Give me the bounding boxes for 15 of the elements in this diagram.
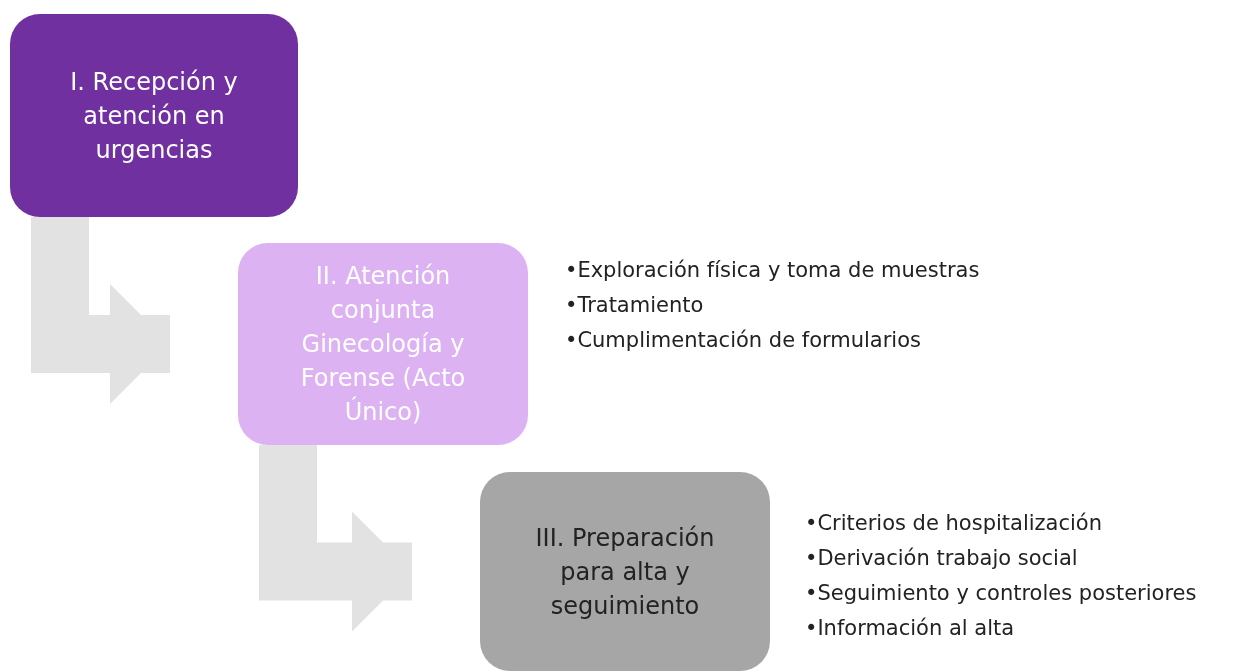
- bullet-item: •Tratamiento: [565, 292, 705, 319]
- bullet-item: •Exploración física y toma de muestras: [565, 257, 980, 284]
- bullet-item: •Seguimiento y controles posteriores: [805, 580, 1197, 607]
- bent-arrow: [259, 445, 412, 632]
- process-box: [238, 243, 528, 445]
- bullet-item: •Cumplimentación de formularios: [565, 327, 922, 354]
- process-box: [480, 472, 770, 671]
- step-title: III. Preparación para alta y seguimiento: [534, 522, 716, 622]
- bullet-item: •Criterios de hospitalización: [805, 510, 1103, 537]
- bent-arrow: [31, 217, 170, 404]
- bullet-item: •Derivación trabajo social: [805, 545, 1079, 572]
- bullet-item: •Información al alta: [805, 615, 1016, 642]
- step-title: II. Atención conjunta Ginecología y Forense (Acto Único): [299, 261, 467, 428]
- process-box: [10, 14, 298, 217]
- step-title: I. Recepción y atención en urgencias: [69, 66, 239, 166]
